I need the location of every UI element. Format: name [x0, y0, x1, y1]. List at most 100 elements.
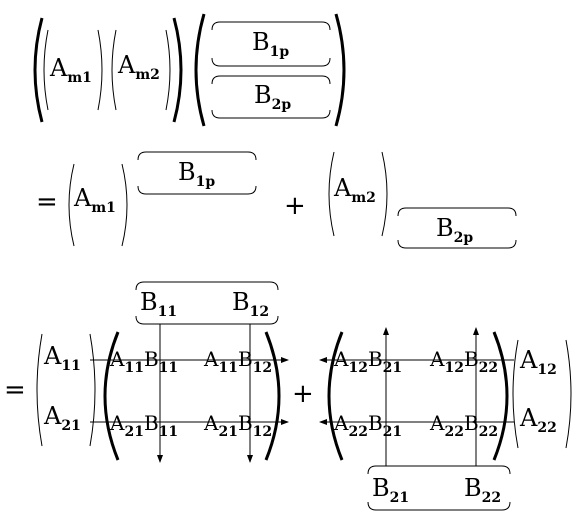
lm-r2c2-bsub: 12: [253, 424, 272, 440]
row3-b-21-base: B: [372, 474, 390, 502]
lm-r1c1-a: A: [109, 347, 125, 371]
row2-b-1p-base: B: [178, 158, 196, 186]
row2-b1p-top-bracket: [137, 151, 257, 161]
row3-b-11-base: B: [140, 288, 158, 316]
row2-b-1p-sub: 1p: [196, 174, 216, 190]
row2-b1p-bottom-bracket: [137, 185, 257, 195]
row3-a-22-sub: 22: [537, 420, 556, 436]
row3-a-11-base: A: [43, 342, 62, 370]
rm-r1c2-a: A: [429, 347, 445, 371]
outer-paren-left-b: [194, 13, 206, 127]
row3-right-matrix-paren-right: [492, 331, 509, 461]
row1-a-m2-sub: m2: [135, 67, 160, 83]
rm-r1c2-bsub: 22: [479, 360, 498, 376]
rm-r1c1-b: B: [368, 347, 383, 371]
row3-b-11-sub: 11: [158, 304, 177, 320]
row2-a-m2-sub: m2: [351, 190, 376, 206]
rm-r1c1-a: A: [333, 347, 349, 371]
row3-b-22: B22: [464, 474, 501, 506]
row2-b-2p-base: B: [436, 214, 454, 242]
row2-plus: +: [284, 191, 306, 221]
row3-paren-left-a2-col: [512, 339, 519, 449]
row3-b-12: B12: [232, 288, 269, 320]
row2-b2p-top-bracket: [397, 207, 517, 217]
row1-b-1p: B1p: [252, 28, 289, 60]
row1-a-m2: Am2: [117, 51, 160, 83]
row2-b-2p-sub: 2p: [454, 230, 474, 246]
row3-paren-left-a-col: [36, 333, 43, 447]
row3-right-r2c2: A22B22: [429, 411, 498, 440]
row1-a-m2-base: A: [117, 51, 136, 79]
lm-r1c2-asub: 11: [218, 360, 237, 376]
row3-b-top-row-bottom-bracket: [135, 315, 279, 325]
inner-paren-right-am2: [165, 29, 171, 111]
rm-r2c2-b: B: [464, 411, 479, 435]
row1-b-1p-base: B: [252, 28, 270, 56]
row3-a-21-sub: 21: [61, 418, 80, 434]
outer-paren-right-b: [334, 13, 346, 127]
row1-b1p-top-bracket: [211, 21, 331, 31]
row3-left-r2c1: A21B11: [109, 411, 178, 440]
lm-r1c1-asub: 11: [124, 360, 143, 376]
lm-r1c2-bsub: 12: [253, 360, 272, 376]
rm-r2c2-bsub: 22: [479, 424, 498, 440]
row2-paren-right-am2: [381, 151, 388, 237]
rm-r2c1-b: B: [368, 411, 383, 435]
lm-r2c1-a: A: [109, 411, 125, 435]
row1-b-2p: B2p: [254, 81, 291, 113]
row3-b-bottom-row-top-bracket: [367, 465, 511, 475]
row3-right-r1c1: A12B21: [333, 347, 402, 376]
lm-r2c1-b: B: [144, 411, 159, 435]
lm-r1c1-b: B: [144, 347, 159, 371]
row2-a-m1-sub: m1: [91, 200, 116, 216]
row1-a-m1: Am1: [49, 54, 92, 86]
row3-a-21-base: A: [43, 402, 62, 430]
lm-r2c1-bsub: 11: [159, 424, 178, 440]
row2-paren-right-am1: [121, 163, 128, 247]
row2-paren-left-am1: [68, 163, 75, 247]
row2-b2p-bottom-bracket: [397, 239, 517, 249]
rm-r2c1-a: A: [333, 411, 349, 435]
row1-b1p-bottom-bracket: [211, 57, 331, 67]
row3-b-top-row-top-bracket: [135, 281, 279, 291]
row3-paren-right-a-col: [89, 333, 96, 447]
row3-plus: +: [292, 379, 314, 409]
row3-a-12-sub: 12: [537, 362, 556, 378]
inner-paren-right-am1: [97, 29, 103, 111]
row3-b-12-sub: 12: [250, 304, 269, 320]
rm-r1c1-bsub: 21: [383, 360, 402, 376]
row1-b2p-bottom-bracket: [211, 109, 331, 119]
inner-paren-left-am2: [111, 29, 117, 111]
row3-b-21-sub: 21: [390, 490, 409, 506]
row2-paren-left-am2: [328, 151, 335, 237]
lm-r2c2-asub: 21: [218, 424, 237, 440]
outer-paren-right-a: [172, 17, 183, 123]
row3-a-12-base: A: [519, 346, 538, 374]
row1-b-1p-sub: 1p: [270, 44, 290, 60]
row3-left-matrix-paren-right: [264, 331, 281, 461]
row3-left-matrix-paren-left: [103, 331, 120, 461]
row1-b-2p-base: B: [254, 81, 272, 109]
row1-a-m1-sub: m1: [67, 70, 92, 86]
row3-b-bottom-row-bottom-bracket: [367, 501, 511, 511]
rm-r2c2-a: A: [429, 411, 445, 435]
row3-b-21: B21: [372, 474, 409, 506]
lm-r1c1-bsub: 11: [159, 360, 178, 376]
rm-r2c2-asub: 22: [444, 424, 463, 440]
row3-b-12-base: B: [232, 288, 250, 316]
row2-b-1p: B1p: [178, 158, 215, 190]
row2-a-m1-base: A: [73, 184, 92, 212]
row3-a-22-base: A: [519, 404, 538, 432]
lm-r1c2-a: A: [203, 347, 219, 371]
row2-b-2p: B2p: [436, 214, 473, 246]
lm-r1c2-b: B: [238, 347, 253, 371]
row2-a-m2: Am2: [333, 174, 376, 206]
row3-b-11: B11: [140, 288, 177, 320]
row3-left-r2c2: A21B12: [203, 411, 272, 440]
rm-r1c1-asub: 12: [348, 360, 367, 376]
row3-a-12: A12: [519, 346, 557, 378]
row1-b-2p-sub: 2p: [272, 97, 292, 113]
row3-a-11-sub: 11: [61, 358, 80, 374]
row3-right-r2c1: A22B21: [333, 411, 402, 440]
